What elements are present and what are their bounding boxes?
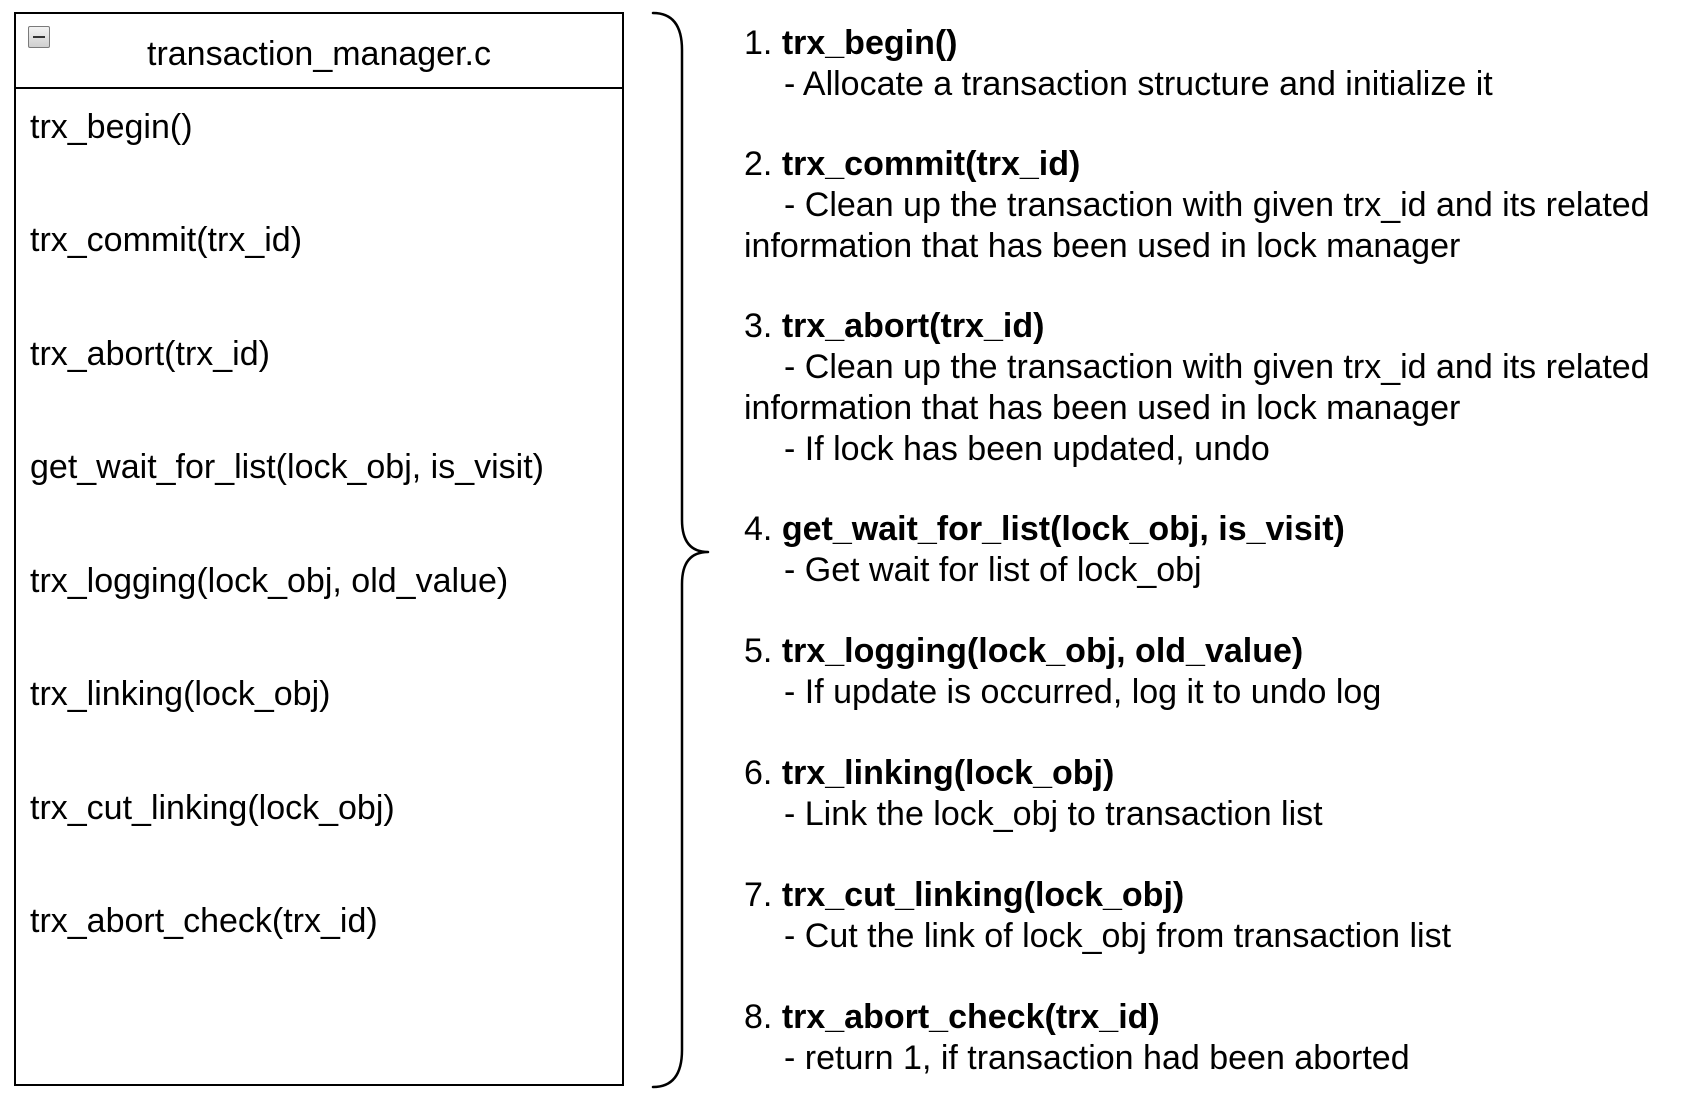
description-item: 5. trx_logging(lock_obj, old_value) - If…: [744, 631, 1674, 713]
description-function-name: trx_cut_linking(lock_obj): [781, 876, 1185, 914]
method-item: trx_abort(trx_id): [30, 335, 270, 373]
method-item: trx_logging(lock_obj, old_value): [30, 562, 509, 600]
description-number: 1.: [744, 24, 773, 62]
description-function-name: trx_commit(trx_id): [781, 145, 1081, 183]
module-box: transaction_manager.c trx_begin() trx_co…: [14, 12, 624, 1086]
description-text: - Link the lock_obj to transaction list: [784, 795, 1323, 833]
module-header: transaction_manager.c: [16, 14, 622, 89]
description-item: 4. get_wait_for_list(lock_obj, is_visit)…: [744, 509, 1674, 591]
description-text: - Get wait for list of lock_obj: [784, 551, 1202, 589]
description-function-name: trx_linking(lock_obj): [781, 754, 1115, 792]
method-item: trx_linking(lock_obj): [30, 675, 331, 713]
description-number: 8.: [744, 998, 773, 1036]
description-text: - If lock has been updated, undo: [784, 430, 1270, 468]
description-text: - Cut the link of lock_obj from transact…: [784, 917, 1452, 955]
description-text: information that has been used in lock m…: [744, 227, 1461, 265]
collapse-icon[interactable]: [28, 26, 50, 48]
description-function-name: trx_abort(trx_id): [781, 307, 1045, 345]
description-text: - return 1, if transaction had been abor…: [784, 1039, 1410, 1077]
description-number: 2.: [744, 145, 773, 183]
description-item: 1. trx_begin() - Allocate a transaction …: [744, 23, 1674, 105]
method-item: trx_cut_linking(lock_obj): [30, 789, 395, 827]
method-item: trx_abort_check(trx_id): [30, 902, 378, 940]
description-number: 5.: [744, 632, 773, 670]
description-text: information that has been used in lock m…: [744, 389, 1461, 427]
description-text: - Clean up the transaction with given tr…: [784, 186, 1650, 224]
method-item: get_wait_for_list(lock_obj, is_visit): [30, 448, 544, 486]
method-item: trx_commit(trx_id): [30, 221, 303, 259]
description-text: - Clean up the transaction with given tr…: [784, 348, 1650, 386]
description-number: 6.: [744, 754, 773, 792]
description-number: 7.: [744, 876, 773, 914]
description-item: 6. trx_linking(lock_obj) - Link the lock…: [744, 753, 1674, 835]
description-text: - Allocate a transaction structure and i…: [784, 65, 1493, 103]
description-number: 4.: [744, 510, 773, 548]
module-title: transaction_manager.c: [147, 35, 491, 73]
description-item: 7. trx_cut_linking(lock_obj) - Cut the l…: [744, 875, 1674, 957]
description-text: - If update is occurred, log it to undo …: [784, 673, 1382, 711]
description-function-name: get_wait_for_list(lock_obj, is_visit): [781, 510, 1345, 548]
description-number: 3.: [744, 307, 773, 345]
description-item: 8. trx_abort_check(trx_id) - return 1, i…: [744, 997, 1674, 1079]
description-function-name: trx_abort_check(trx_id): [781, 998, 1160, 1036]
description-item: 3. trx_abort(trx_id) - Clean up the tran…: [744, 306, 1674, 470]
method-item: trx_begin(): [30, 108, 193, 146]
description-function-name: trx_begin(): [781, 24, 958, 62]
description-function-name: trx_logging(lock_obj, old_value): [781, 632, 1304, 670]
description-item: 2. trx_commit(trx_id) - Clean up the tra…: [744, 144, 1674, 267]
curly-brace-connector: [651, 11, 710, 1089]
